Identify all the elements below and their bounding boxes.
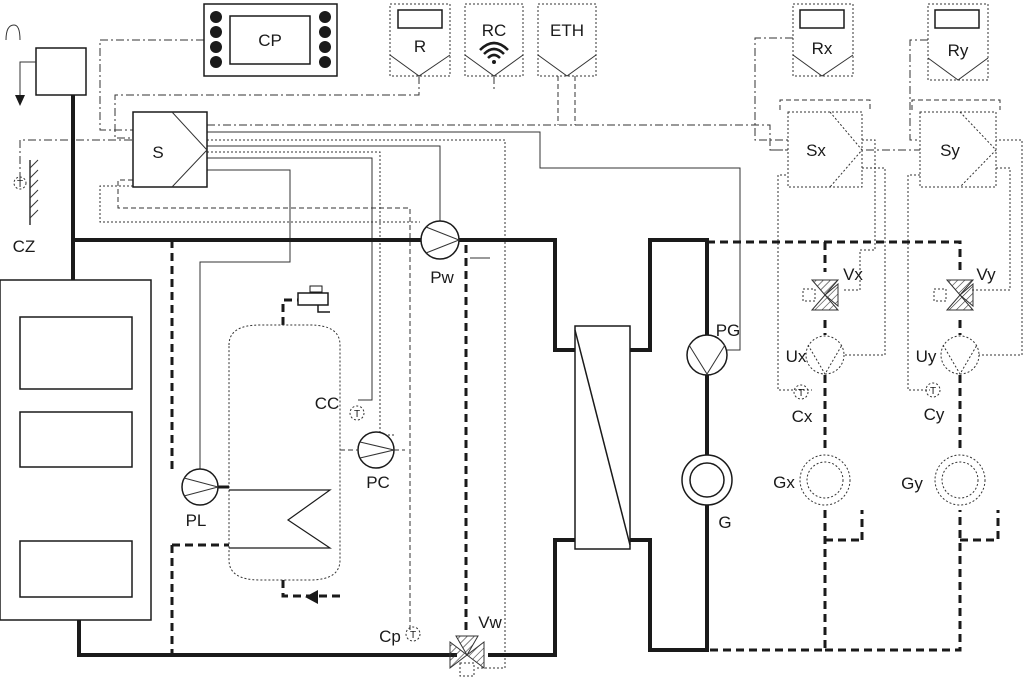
heat-exchanger <box>574 325 631 550</box>
label-gx: Gx <box>773 473 795 492</box>
label-sx: Sx <box>806 141 826 160</box>
label-rc: RC <box>482 21 507 40</box>
emitter-gy: Gy <box>901 454 986 506</box>
label-cy: Cy <box>924 405 945 424</box>
label-rx: Rx <box>812 39 833 58</box>
label-pw: Pw <box>430 268 454 287</box>
outdoor-sensor-cz: T CZ <box>13 159 39 256</box>
svg-text:T: T <box>930 386 936 397</box>
pump-pw: Pw <box>420 220 461 287</box>
label-gy: Gy <box>901 474 923 493</box>
label-uy: Uy <box>916 347 937 366</box>
svg-text:T: T <box>354 409 360 420</box>
label-cz: CZ <box>13 237 36 256</box>
control-wiring <box>19 37 1023 669</box>
label-pl: PL <box>186 511 207 530</box>
sensor-cp: T Cp <box>379 626 421 646</box>
svg-text:T: T <box>17 179 23 190</box>
pump-pc: PC <box>340 431 405 492</box>
label-vy: Vy <box>976 265 996 284</box>
sensor-cc: T CC <box>315 394 365 421</box>
label-cc: CC <box>315 394 340 413</box>
storage-tank <box>228 285 341 604</box>
label-eth: ETH <box>550 21 584 40</box>
flue-chimney <box>5 24 87 106</box>
valve-vw: Vw <box>449 613 503 677</box>
ethernet-module: ETH <box>537 3 597 77</box>
label-g: G <box>718 513 731 532</box>
label-cx: Cx <box>792 407 813 426</box>
label-s: S <box>152 143 163 162</box>
label-ux: Ux <box>786 347 807 366</box>
label-cp-sensor: Cp <box>379 627 401 646</box>
heat-source-g: G <box>681 454 733 532</box>
label-cp: CP <box>258 31 282 50</box>
main-pipes <box>71 93 1000 657</box>
valve-vy: Vy <box>933 265 996 311</box>
remote-rc: RC <box>464 3 524 77</box>
sensor-cy: T Cy <box>924 382 945 424</box>
label-pg: PG <box>716 321 741 340</box>
sensor-cx: T Cx <box>792 384 813 426</box>
control-panel: CP <box>203 3 338 77</box>
emitter-gx: Gx <box>773 454 851 506</box>
svg-text:T: T <box>798 388 804 399</box>
room-unit-ry: Ry <box>927 3 989 81</box>
label-pc: PC <box>366 473 390 492</box>
pump-ux: Ux <box>786 335 845 375</box>
svg-text:T: T <box>410 630 416 641</box>
controller-s: S <box>132 111 208 188</box>
label-sy: Sy <box>940 141 960 160</box>
room-unit-r: R <box>389 3 451 77</box>
controller-sx: Sx <box>787 111 863 188</box>
label-r: R <box>414 37 426 56</box>
valve-vx: Vx <box>802 265 863 311</box>
label-vw: Vw <box>478 613 502 632</box>
pump-uy: Uy <box>916 335 980 375</box>
room-unit-rx: Rx <box>792 3 854 77</box>
label-vx: Vx <box>843 265 863 284</box>
controller-sy: Sy <box>919 111 997 188</box>
label-ry: Ry <box>948 41 969 60</box>
boiler <box>0 279 152 621</box>
pump-pg: PG <box>686 321 741 376</box>
pump-pl: PL <box>181 468 229 530</box>
